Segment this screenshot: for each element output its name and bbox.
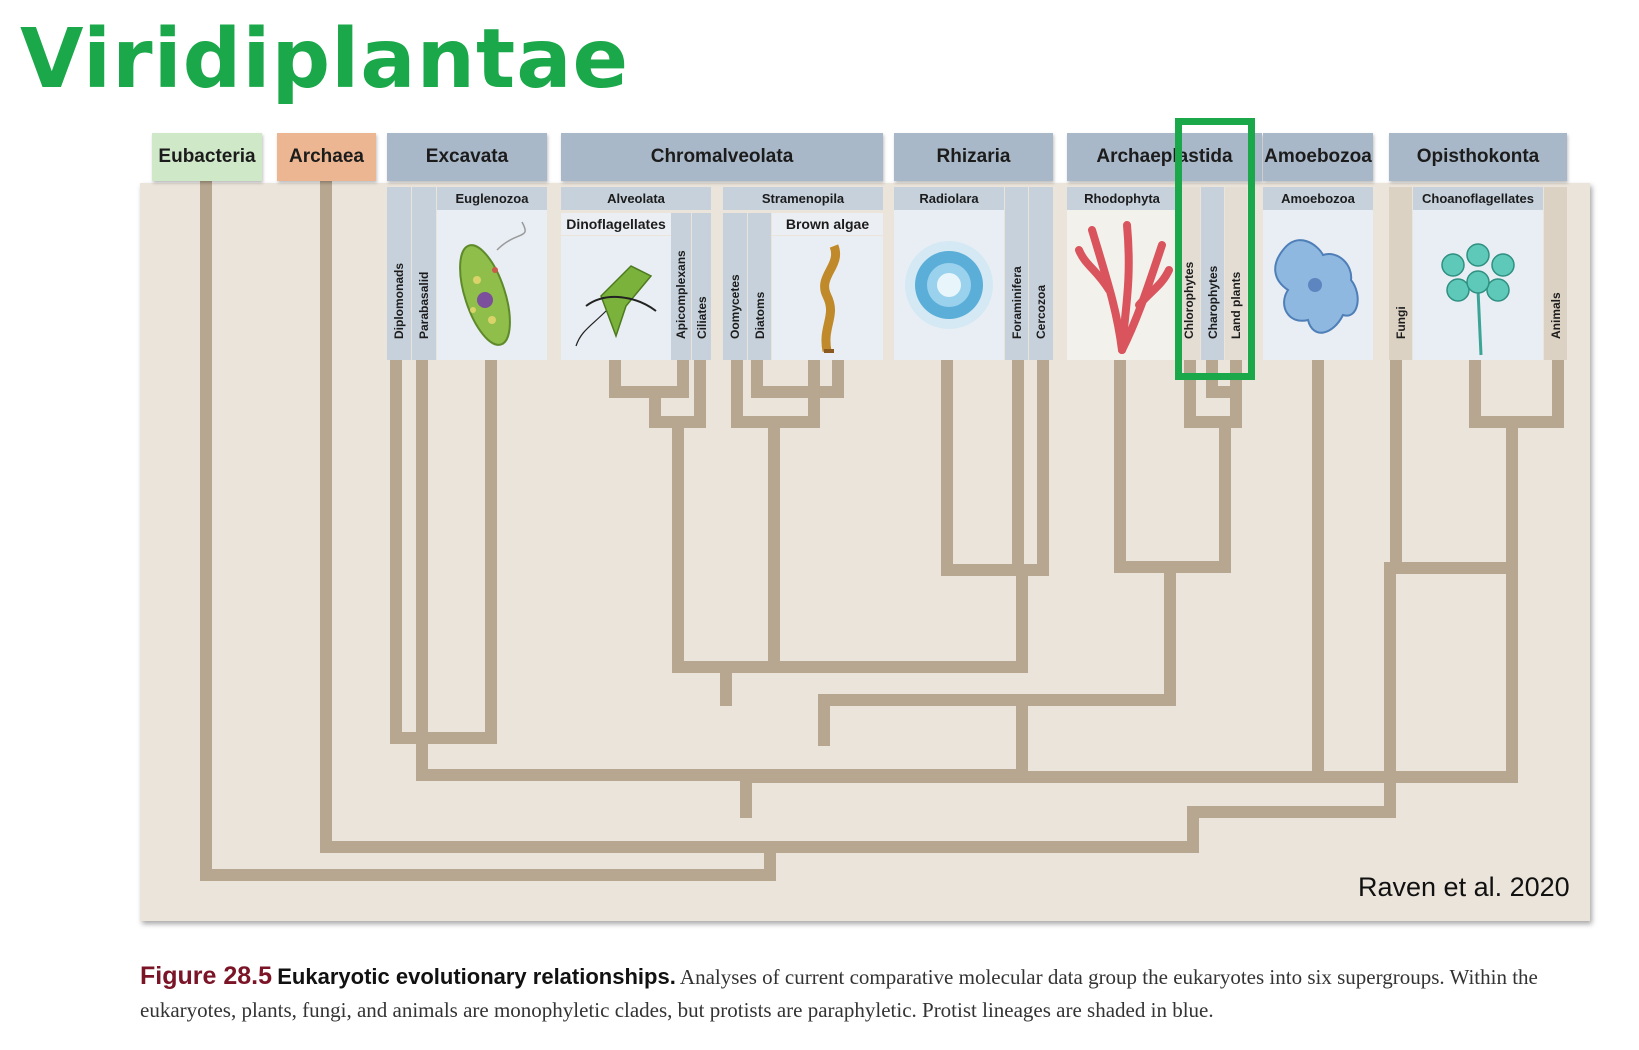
branch-archaeplastida [1114,354,1231,573]
radiolarian-illustration [905,241,993,329]
strip-charophytes: Charophytes [1201,187,1224,360]
strip-fungi: Fungi [1389,187,1412,360]
subgroup-alveolata: Alveolata [561,187,711,210]
strip-chlorophytes: Chlorophytes [1178,187,1200,360]
group-opisthokonta: Opisthokonta [1389,133,1567,181]
panel-radiolarian [894,210,1004,360]
panel-euglena [437,210,547,360]
caption-text: Analyses of current comparative molecula… [140,965,1538,1022]
subgroup-amoebozoa: Amoebozoa [1263,187,1373,210]
figure-title: Eukaryotic evolutionary relationships. [277,964,676,989]
label-cercozoa: Cercozoa [1034,284,1048,339]
slide-title: Viridiplantae [20,12,630,107]
label-diplomonads: Diplomonads [392,262,406,339]
group-excavata: Excavata [387,133,547,181]
group-eubacteria: Eubacteria [152,133,262,181]
group-amoebozoa: Amoebozoa [1263,133,1373,181]
group-archaeplastida: Archaeplastida [1067,133,1262,181]
panel-amoeba [1263,210,1373,360]
figure-number: Figure 28.5 [140,962,272,990]
subgroup-brown-algae: Brown algae [772,213,883,235]
strip-cercozoa: Cercozoa [1029,187,1053,360]
group-rhizaria: Rhizaria [894,133,1053,181]
figure-caption: Figure 28.5 Eukaryotic evolutionary rela… [140,960,1580,1027]
branch-euk-split [740,771,1396,818]
viridiplantae-highlight-box [1175,118,1255,380]
group-chromalveolata: Chromalveolata [561,133,883,181]
euglena-illustration [459,221,526,346]
label-foraminifera: Foraminifera [1009,266,1024,339]
strip-parabasalid: Parabasalid [412,187,436,360]
panel-red-algae [1067,210,1177,360]
branch-sar-archae [720,571,1028,706]
label-parabasalid: Parabasalid [417,271,431,339]
panel-choanoflagellates [1413,210,1543,360]
branch-eubacteria-root [200,179,776,881]
branch-amorphea [1312,354,1396,783]
branch-alveolata [609,354,773,673]
amoeba-illustration [1274,239,1359,334]
branch-excavata-inner [416,694,1028,781]
label-fungi: Fungi [1393,306,1408,339]
subgroup-stramenopila: Stramenopila [723,187,883,210]
strip-foraminifera: Foraminifera [1005,187,1028,360]
panel-dinoflagellate [561,236,671,360]
subgroup-choanoflagellates: Choanoflagellates [1413,187,1543,210]
image-credit: Raven et al. 2020 [1358,872,1570,902]
strip-oomycetes: Oomycetes [723,213,747,360]
red-algae-illustration [1075,221,1173,354]
subgroup-rhodophyta: Rhodophyta [1067,187,1177,210]
branch-stramenopila [731,354,844,673]
label-animals: Animals [1548,292,1563,339]
branch-excavata [390,354,497,744]
subgroup-radiolara: Radiolara [894,187,1004,210]
subgroup-euglenozoa: Euglenozoa [437,187,547,210]
strip-apicomplexans: Apicomplexans [671,213,691,360]
strip-ciliates: Ciliates [692,213,711,360]
label-apicomplexans: Apicomplexans [674,250,688,339]
brown-algae-illustration [820,244,841,353]
dinoflagellate-illustration [575,265,657,347]
label-ciliates: Ciliates [694,296,709,339]
choanoflagellate-illustration [1441,243,1515,356]
branch-viridiplantae [1184,354,1242,428]
strip-land-plants: Land plants [1225,187,1247,360]
strip-animals: Animals [1544,187,1567,360]
panel-brown-algae [772,236,883,360]
label-oomycetes: Oomycetes [728,274,742,339]
branch-choano-animals [1469,354,1564,574]
group-archaea: Archaea [277,133,376,181]
branch-archaea [320,179,1199,853]
label-diatoms: Diatoms [752,291,767,339]
subgroup-dinoflagellates: Dinoflagellates [561,213,671,235]
branch-archae-link [818,561,1176,746]
branch-rhizaria [941,354,1049,576]
strip-diplomonads: Diplomonads [387,187,411,360]
strip-diatoms: Diatoms [748,213,771,360]
